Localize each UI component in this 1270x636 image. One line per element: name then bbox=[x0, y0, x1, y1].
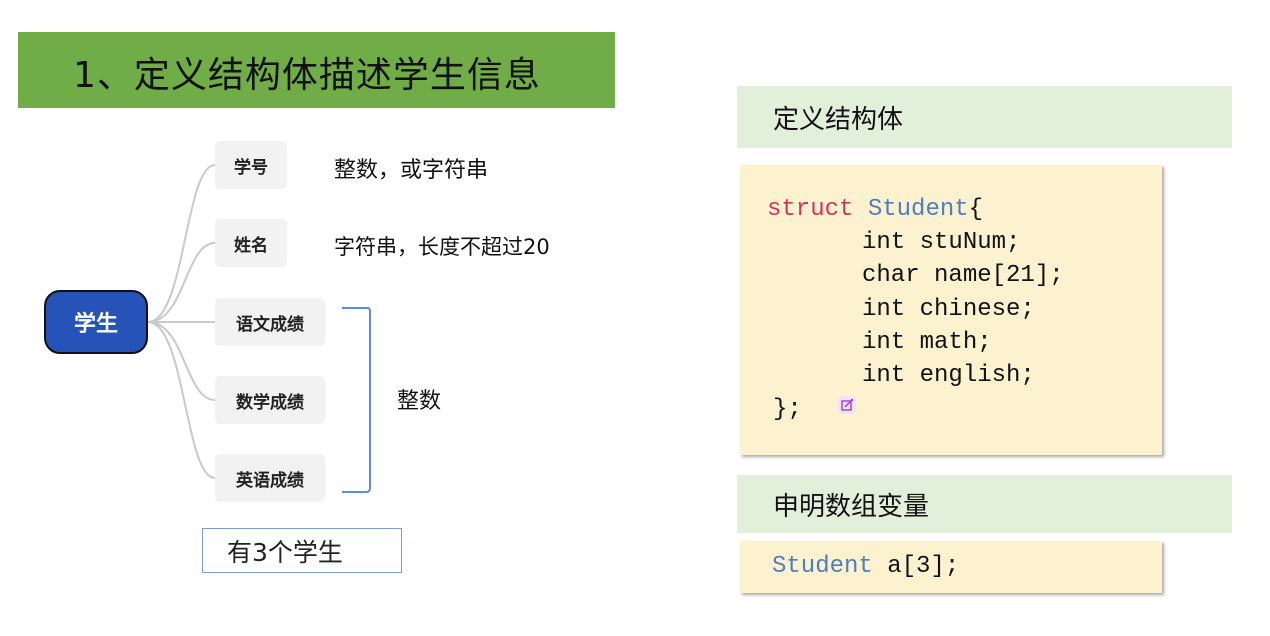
code-field: char name[21]; bbox=[862, 262, 1064, 289]
array-code-block: Student a[3]; bbox=[740, 541, 1162, 593]
code-close-brace: }; bbox=[773, 396, 802, 423]
branch-student-id: 学号 bbox=[215, 141, 287, 189]
page-title: 1、定义结构体描述学生信息 bbox=[73, 55, 541, 96]
code-field: int chinese; bbox=[862, 296, 1035, 323]
code-field: int stuNum; bbox=[862, 229, 1021, 256]
code-array-decl: a[3]; bbox=[872, 553, 960, 580]
code-type-name: Student bbox=[772, 553, 873, 580]
student-count-box: 有3个学生 bbox=[202, 528, 402, 573]
mindmap-root-node: 学生 bbox=[44, 290, 148, 354]
name-note: 字符串，长度不超过20 bbox=[334, 235, 550, 259]
branch-chinese-score: 语文成绩 bbox=[215, 298, 325, 346]
code-line-array: Student a[3]; bbox=[772, 553, 959, 580]
code-field: int math; bbox=[862, 329, 992, 356]
connector-line bbox=[147, 242, 216, 323]
edit-icon[interactable] bbox=[838, 396, 856, 414]
code-field: int english; bbox=[862, 362, 1035, 389]
connector-line bbox=[147, 321, 216, 401]
title-banner: 1、定义结构体描述学生信息 bbox=[18, 32, 615, 108]
connector-line bbox=[147, 321, 216, 479]
scores-note: 整数 bbox=[397, 389, 442, 414]
array-section-title: 申明数组变量 bbox=[773, 491, 930, 522]
array-section-header: 申明数组变量 bbox=[737, 475, 1232, 533]
branch-name: 姓名 bbox=[215, 219, 287, 267]
code-type-name: Student bbox=[867, 196, 969, 223]
code-open-brace: { bbox=[968, 196, 984, 223]
connector-line bbox=[147, 164, 216, 323]
code-line-struct-header: struct Student{ bbox=[767, 196, 983, 223]
code-keyword: struct bbox=[767, 196, 854, 223]
student-id-note: 整数，或字符串 bbox=[334, 158, 489, 183]
struct-section-title: 定义结构体 bbox=[773, 104, 904, 135]
struct-section-header: 定义结构体 bbox=[737, 86, 1232, 148]
branch-english-score: 英语成绩 bbox=[215, 454, 325, 502]
scores-bracket bbox=[342, 307, 371, 493]
branch-math-score: 数学成绩 bbox=[215, 376, 325, 424]
struct-code-block: struct Student{ int stuNum; char name[21… bbox=[740, 165, 1162, 455]
student-count-label: 有3个学生 bbox=[227, 537, 343, 567]
